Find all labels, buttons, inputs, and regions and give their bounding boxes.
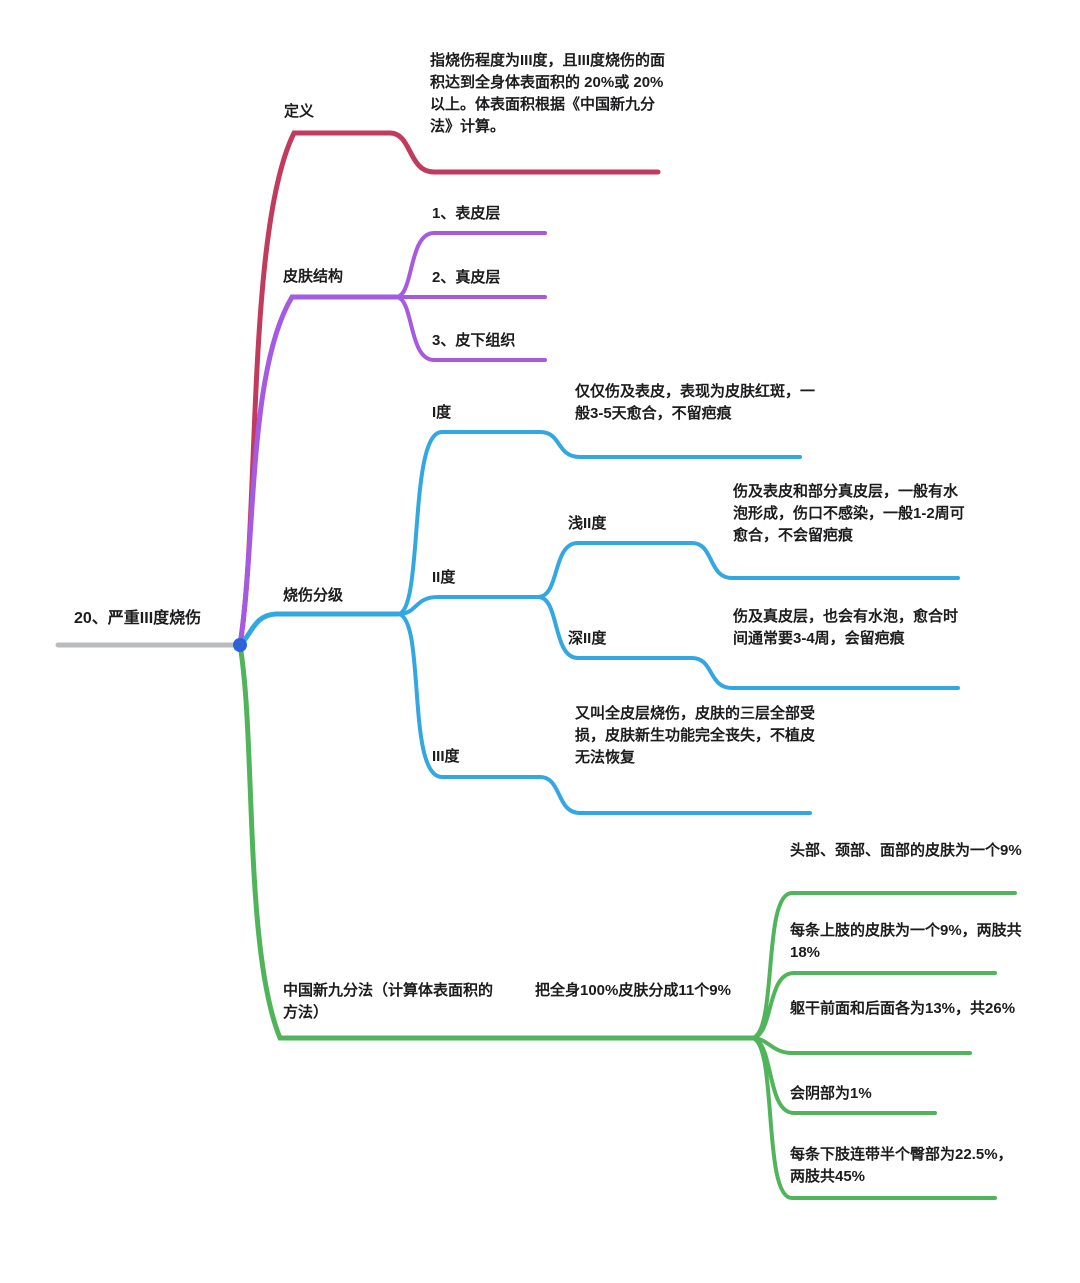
root-node-label: 20、严重III度烧伤: [74, 610, 202, 627]
definition-node-label: 定义: [284, 103, 315, 120]
degree3-node-label: III度: [432, 748, 460, 765]
skin-layer-epidermis: 1、表皮层: [432, 205, 501, 222]
degree1-node-label: I度: [432, 404, 452, 421]
skin-layer-subcutaneous: 3、皮下组织: [432, 332, 516, 349]
grading-node-label: 烧伤分级: [283, 587, 344, 604]
degree1-text: 仅仅伤及表皮，表现为皮肤红斑，一般3-5天愈合，不留疤痕: [575, 383, 816, 422]
degree2-shallow-text: 伤及表皮和部分真皮层，一般有水泡形成，伤口不感染，一般1-2周可愈合，不会留疤痕: [733, 483, 965, 544]
degree3-text: 又叫全皮层烧伤，皮肤的三层全部受损，皮肤新生功能完全丧失，不植皮无法恢复: [575, 705, 816, 766]
nines-perineum-text: 会阴部为1%: [790, 1085, 872, 1102]
nines-node-label: 中国新九分法（计算体表面积的方法）: [283, 982, 494, 1021]
skin-branch-lines: [237, 231, 547, 648]
degree2-deep-label: 深II度: [568, 630, 607, 647]
grading-branch-lines: [237, 430, 960, 815]
degree2-deep-text: 伤及真皮层，也会有水泡，愈合时间通常要3-4周，会留疤痕: [733, 608, 959, 647]
nines-head-text: 头部、颈部、面部的皮肤为一个9%: [790, 842, 1022, 859]
nines-trunk-text: 躯干前面和后面各为13%，共26%: [790, 1000, 1016, 1017]
nines-upper-limb-text: 每条上肢的皮肤为一个9%，两肢共18%: [790, 922, 1022, 961]
skin-layer-dermis: 2、真皮层: [432, 269, 501, 286]
degree2-node-label: II度: [432, 569, 456, 586]
nines-branch-lines: [237, 642, 1017, 1200]
root-node-dot: [233, 638, 247, 652]
nines-lower-limb-text: 每条下肢连带半个臀部为22.5%，两肢共45%: [790, 1146, 1013, 1185]
nines-summary-text: 把全身100%皮肤分成11个9%: [535, 982, 731, 999]
definition-text: 指烧伤程度为III度，且III度烧伤的面积达到全身体表面积的 20%或 20%以…: [430, 52, 666, 135]
skin-node-label: 皮肤结构: [283, 268, 344, 285]
degree2-shallow-label: 浅II度: [568, 515, 607, 532]
